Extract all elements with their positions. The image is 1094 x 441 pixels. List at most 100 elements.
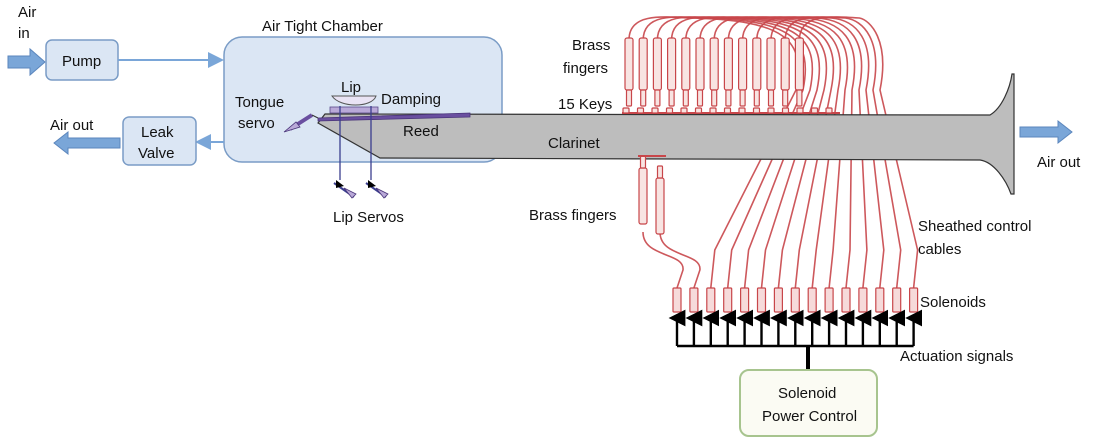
- solenoid: [824, 287, 834, 313]
- solenoids-label: Solenoids: [920, 294, 986, 311]
- clarinet-key: [694, 107, 703, 114]
- control-cable: [642, 231, 684, 289]
- clarinet-key: [781, 107, 790, 114]
- brass-fingers-top: [624, 37, 805, 107]
- solenoid: [841, 287, 851, 313]
- clarinet-key: [651, 107, 659, 114]
- brass-finger: [666, 37, 677, 91]
- brass-finger: [638, 167, 648, 225]
- tongue-servo-label-line2: servo: [238, 115, 275, 132]
- lip-label: Lip: [341, 79, 361, 96]
- clarinet-key: [752, 107, 761, 114]
- control-cable: [642, 16, 807, 289]
- air-in-label: Air: [18, 4, 36, 21]
- clarinet-key: [665, 107, 674, 114]
- lip-servos-label: Lip Servos: [333, 209, 404, 226]
- reed: [317, 112, 471, 122]
- brass-finger: [766, 37, 776, 91]
- solenoid: [892, 287, 902, 313]
- clarinet-keys: [622, 107, 840, 114]
- brass-finger-tip: [696, 89, 704, 107]
- pump-label: Pump: [62, 53, 101, 70]
- fifteen-keys-label: 15 Keys: [558, 96, 612, 113]
- solenoid: [790, 287, 800, 313]
- solenoid: [689, 287, 699, 313]
- clarinet-key: [622, 107, 630, 114]
- damping-pad: [329, 106, 379, 114]
- solenoid: [739, 287, 750, 313]
- clarinet-key: [825, 107, 833, 114]
- brass-finger: [723, 37, 734, 91]
- tongue-servo-label: Tongue: [235, 94, 284, 111]
- brass-finger-tip: [753, 89, 760, 107]
- brass-finger: [780, 37, 790, 91]
- clarinet-key: [810, 107, 819, 114]
- brass-finger: [695, 37, 705, 91]
- clarinet-key: [636, 107, 645, 114]
- solenoid: [875, 287, 885, 313]
- solenoid: [773, 287, 784, 313]
- brass-finger-tip: [639, 155, 647, 169]
- leak-valve-box: [122, 116, 197, 166]
- clarinet-key: [709, 107, 717, 114]
- clarinet-key: [767, 107, 775, 114]
- brass-finger: [709, 37, 719, 91]
- solenoid-power-control-label-line2: Power Control: [762, 408, 857, 425]
- air-out-left-arrow: [53, 130, 121, 156]
- brass-finger-tip: [656, 165, 664, 179]
- lip: [331, 95, 377, 106]
- control-cable: [659, 231, 701, 289]
- solenoid: [723, 287, 733, 313]
- sheathed-cables-label-line2: cables: [918, 241, 961, 258]
- brass-finger-tip: [640, 89, 647, 107]
- air-out-right-arrow: [1019, 119, 1073, 145]
- control-cable: [685, 16, 828, 289]
- solenoid: [858, 287, 868, 313]
- brass-finger-tip: [796, 89, 803, 107]
- control-cable: [727, 16, 849, 289]
- sheathed-control-cables-bottom: [642, 231, 701, 289]
- clarinet-key: [680, 107, 688, 114]
- air-tight-chamber-label: Air Tight Chamber: [262, 18, 383, 35]
- reed-label: Reed: [403, 123, 439, 140]
- brass-finger-tip: [625, 89, 633, 107]
- brass-finger: [652, 37, 663, 91]
- brass-finger: [655, 177, 665, 235]
- actuation-signal-arrows: [668, 309, 922, 370]
- air-in-label-line2: in: [18, 25, 30, 42]
- brass-finger-tip: [725, 89, 732, 107]
- leak-valve-label: Leak: [141, 124, 174, 141]
- clarinet-body: [317, 73, 1015, 195]
- brass-finger-tip: [767, 89, 775, 107]
- leak-valve-label-line2: Valve: [138, 145, 174, 162]
- control-cable: [770, 16, 885, 289]
- damping-label: Damping: [381, 91, 441, 108]
- clarinet-key: [796, 107, 804, 114]
- solenoid: [672, 287, 682, 313]
- control-cable: [670, 16, 821, 289]
- brass-finger-tip: [711, 89, 718, 107]
- brass-finger: [638, 37, 648, 91]
- solenoid: [756, 287, 767, 313]
- clarinet-key: [738, 107, 746, 114]
- brass-finger: [737, 37, 748, 91]
- lip-servo-right-icon: [365, 180, 389, 199]
- sheathed-control-cables-top: [628, 16, 919, 289]
- brass-finger: [794, 37, 805, 91]
- brass-fingers-top-label-line2: fingers: [563, 60, 608, 77]
- brass-finger-tip: [739, 89, 746, 107]
- clarinet-label: Clarinet: [548, 135, 601, 152]
- clarinet-key: [723, 107, 732, 114]
- air-out-right-label: Air out: [1037, 154, 1081, 171]
- brass-finger: [681, 37, 691, 91]
- solenoid: [706, 287, 716, 313]
- brass-finger: [752, 37, 762, 91]
- solenoid: [908, 287, 919, 313]
- solenoid-power-control-label: Solenoid: [778, 385, 836, 402]
- air-out-left-label: Air out: [50, 117, 94, 134]
- tongue-servo-icon: [283, 113, 319, 133]
- actuation-signals-label: Actuation signals: [900, 348, 1013, 365]
- brass-finger-tip: [782, 89, 789, 107]
- solenoid: [807, 287, 817, 313]
- solenoid-bank: [672, 287, 919, 313]
